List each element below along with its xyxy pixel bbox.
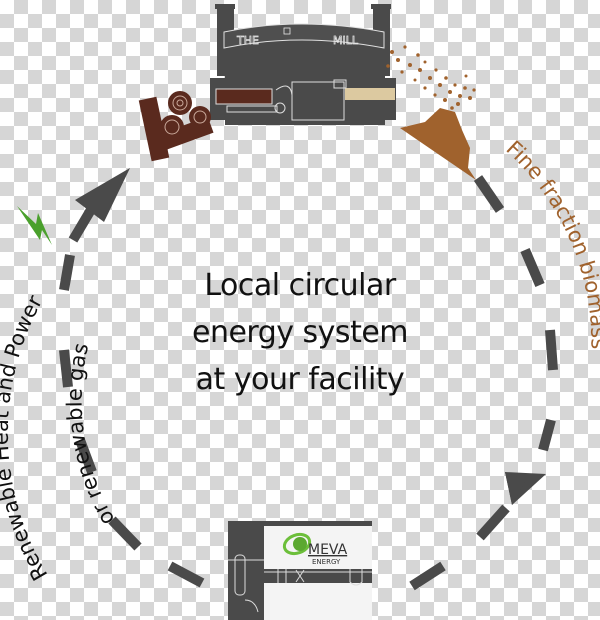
dash-bottom-2: [167, 561, 205, 588]
biomass-pile-icon: [386, 45, 476, 180]
meva-brand: MEVA: [308, 542, 348, 558]
mill-building: THE MILL: [210, 4, 396, 125]
label-renewable-gas: or renewable gas: [63, 341, 120, 530]
center-title: Local circular energy system at your fac…: [150, 262, 450, 403]
label-heat-power-text: Renewable Heat and Power: [0, 291, 52, 585]
arrowhead-upper-left: [75, 168, 130, 222]
cycle-dashes: [59, 175, 558, 591]
dash-right-5: [476, 504, 510, 541]
dash-left-1: [108, 516, 142, 551]
label-heat-power: Renewable Heat and Power: [0, 291, 52, 585]
center-line-1: Local circular: [204, 268, 396, 303]
lightning-bolt-icon: [17, 206, 52, 245]
dash-right-2: [520, 248, 545, 287]
dash-left-3: [59, 349, 73, 388]
arrowhead-lower-right-tip: [505, 472, 526, 505]
center-line-2: energy system: [191, 315, 409, 350]
dash-left-2: [75, 438, 97, 474]
dash-right-1: [473, 175, 505, 213]
label-fine-fraction: Fine fraction biomass: [502, 136, 600, 349]
meva-brand-sub: ENERGY: [312, 558, 341, 566]
center-line-3: at your facility: [195, 362, 405, 397]
dash-left-5: [68, 205, 97, 243]
logs-icon: [138, 91, 214, 162]
dash-left-4: [59, 254, 75, 291]
dash-bottom-1: [409, 561, 446, 591]
label-renewable-gas-text: or renewable gas: [63, 341, 120, 530]
label-fine-fraction-text: Fine fraction biomass: [502, 136, 600, 349]
mill-sign-left: THE: [236, 34, 259, 47]
meva-plant: MEVA ENERGY: [228, 521, 372, 620]
dash-right-4: [538, 418, 556, 452]
dash-right-3: [545, 329, 558, 371]
meva-logo-icon: [282, 532, 312, 556]
mill-sign-right: MILL: [333, 34, 359, 47]
